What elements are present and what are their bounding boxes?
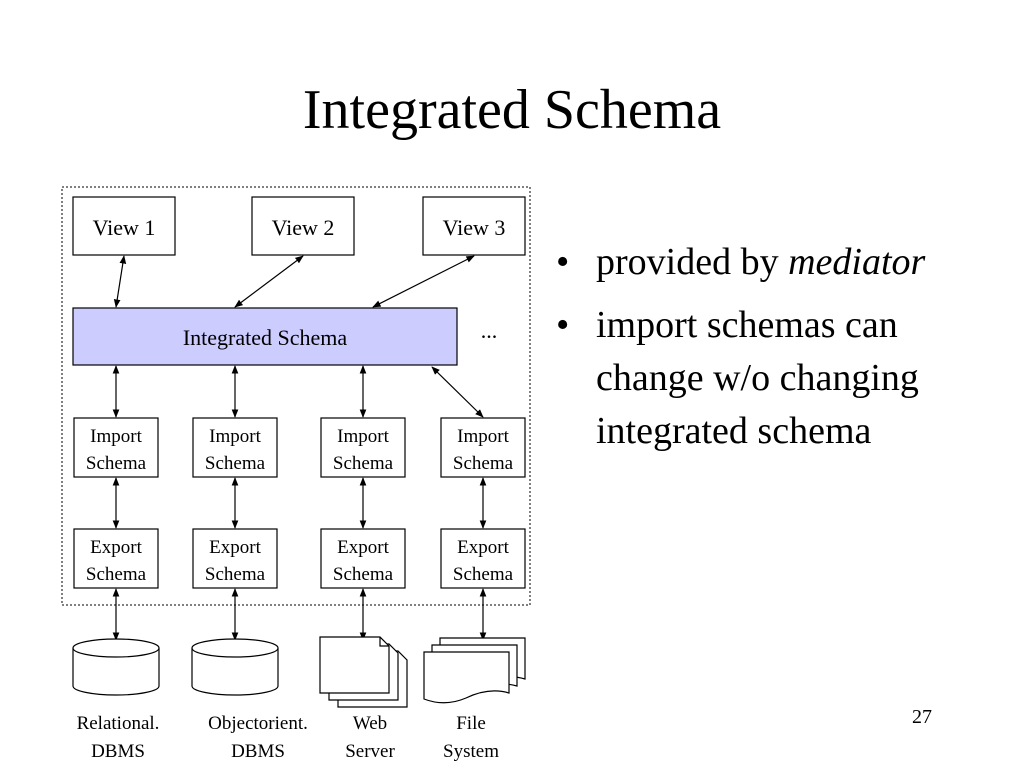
export-schema-3: Export Schema	[320, 528, 406, 589]
import-line1: Import	[457, 426, 509, 447]
view-box-2: View 2	[251, 196, 355, 256]
bullet-dot: •	[556, 241, 570, 283]
import-schema-4: Import Schema	[440, 417, 526, 478]
bullet-item: • provided by mediator	[556, 236, 1011, 289]
database-icon	[72, 638, 160, 696]
svg-text:Relational.: Relational.	[77, 713, 160, 734]
arrows-sources	[112, 588, 487, 641]
bullet-emphasis: mediator	[788, 241, 926, 283]
integrated-schema-box: Integrated Schema	[72, 307, 458, 366]
import-line2: Schema	[333, 453, 394, 474]
source-label-objectorient: Objectorient. DBMS	[208, 713, 308, 762]
export-line2: Schema	[453, 564, 514, 585]
integrated-schema-fill	[72, 307, 458, 366]
export-line1: Export	[457, 537, 509, 558]
import-line2: Schema	[453, 453, 514, 474]
import-schema-2: Import Schema	[192, 417, 278, 478]
bullet-text: provided by	[596, 241, 789, 283]
svg-text:DBMS: DBMS	[91, 741, 145, 762]
import-schema-1: Import Schema	[73, 417, 159, 478]
ellipsis: ...	[481, 318, 498, 343]
export-line2: Schema	[333, 564, 394, 585]
arrows-export	[112, 477, 487, 529]
source-label-webserver: Web Server	[345, 713, 395, 762]
svg-text:Objectorient.: Objectorient.	[208, 713, 308, 734]
documents-icon	[319, 636, 408, 708]
export-line1: Export	[337, 537, 389, 558]
export-line1: Export	[90, 537, 142, 558]
mediator-boundary	[61, 186, 531, 606]
import-line2: Schema	[205, 453, 266, 474]
svg-text:File: File	[456, 713, 486, 734]
bullet-list: • provided by mediator • import schemas …	[556, 236, 1011, 468]
svg-text:System: System	[443, 741, 499, 762]
view-box-3: View 3	[422, 196, 526, 256]
svg-text:Web: Web	[353, 713, 387, 734]
database-icon	[191, 638, 279, 696]
svg-text:Server: Server	[345, 741, 395, 762]
view-label: View 1	[93, 215, 156, 240]
import-line2: Schema	[86, 453, 147, 474]
view-box-1: View 1	[72, 196, 176, 256]
svg-text:DBMS: DBMS	[231, 741, 285, 762]
bullet-item: • import schemas can change w/o changing…	[556, 299, 1011, 458]
import-schema-3: Import Schema	[320, 417, 406, 478]
source-label-relational: Relational. DBMS	[77, 713, 160, 762]
bullet-dot: •	[556, 304, 570, 346]
export-line2: Schema	[205, 564, 266, 585]
documents-icon	[423, 637, 526, 704]
import-line1: Import	[90, 426, 142, 447]
view-label: View 3	[443, 215, 506, 240]
import-line1: Import	[337, 426, 389, 447]
arrows-views	[113, 255, 475, 308]
page-number: 27	[912, 706, 932, 728]
slide-title: Integrated Schema	[302, 79, 722, 141]
view-label: View 2	[272, 215, 335, 240]
export-schema-4: Export Schema	[440, 528, 526, 589]
export-line2: Schema	[86, 564, 147, 585]
bullet-text: import schemas can change w/o changing i…	[596, 304, 919, 452]
export-schema-1: Export Schema	[73, 528, 159, 589]
export-schema-2: Export Schema	[192, 528, 278, 589]
source-label-filesystem: File System	[443, 713, 499, 762]
arrows-import	[112, 365, 484, 418]
import-line1: Import	[209, 426, 261, 447]
export-line1: Export	[209, 537, 261, 558]
integrated-schema-label: Integrated Schema	[183, 325, 348, 350]
